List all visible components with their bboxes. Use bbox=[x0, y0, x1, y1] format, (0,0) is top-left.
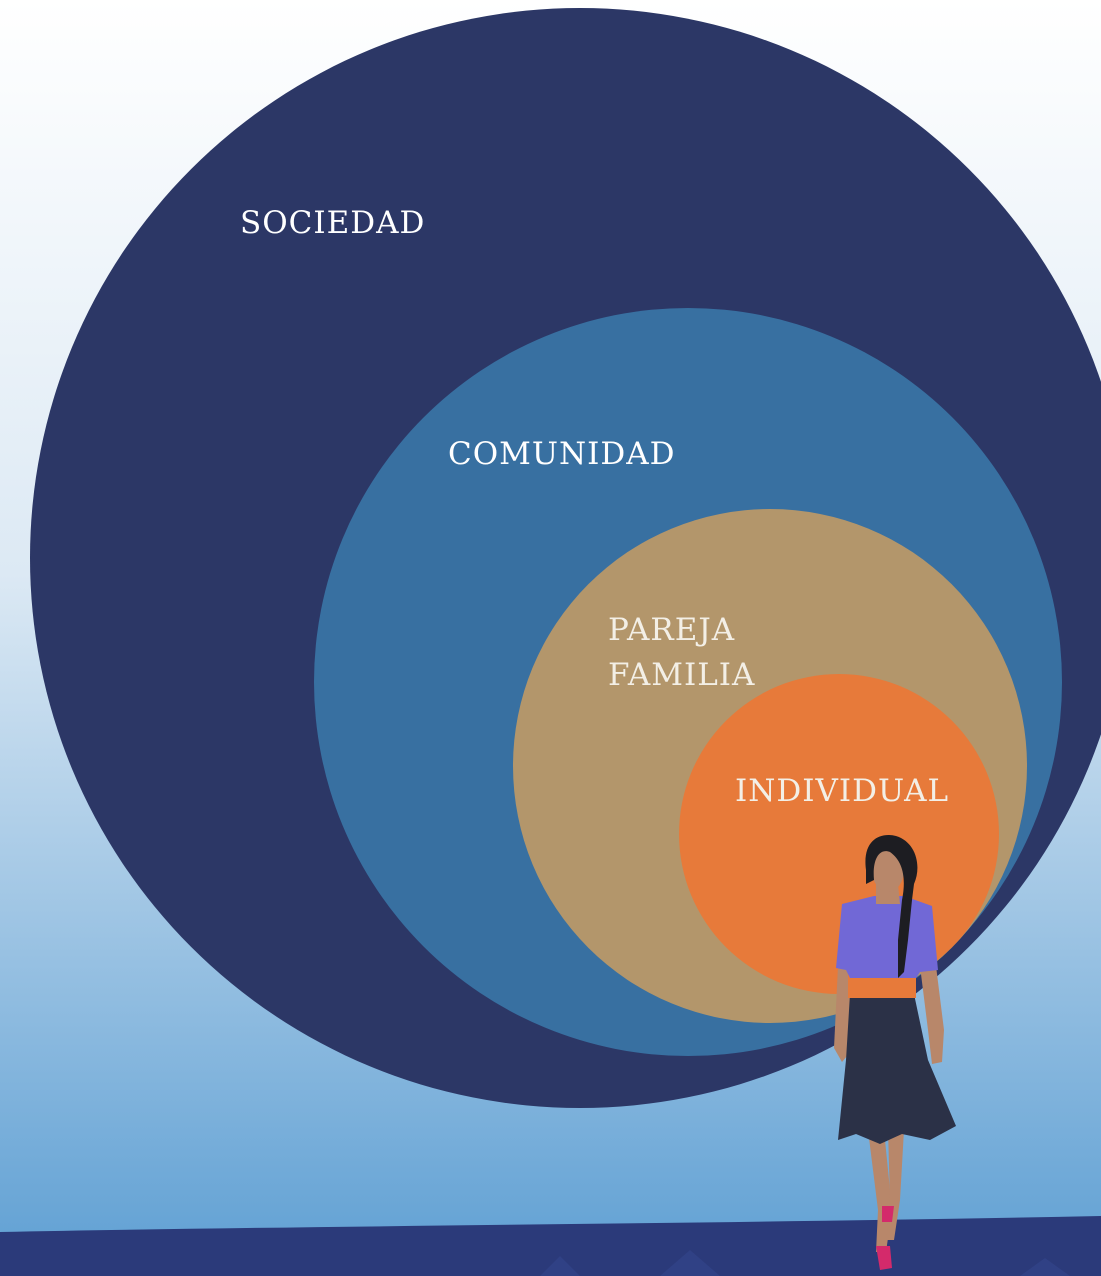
couple-label: PAREJA bbox=[608, 612, 735, 648]
individual-label: INDIVIDUAL bbox=[735, 773, 949, 809]
ground-motif bbox=[540, 1250, 1070, 1276]
figure-sash bbox=[848, 974, 916, 998]
figure-hair bbox=[865, 835, 918, 978]
family-label: FAMILIA bbox=[608, 657, 755, 693]
figure-right-shoe bbox=[882, 1206, 894, 1222]
community-label: COMUNIDAD bbox=[448, 436, 675, 472]
figure-right-arm bbox=[920, 966, 944, 1064]
figure-blouse bbox=[836, 896, 938, 978]
ground-band bbox=[0, 1216, 1101, 1276]
figure-skirt bbox=[838, 994, 956, 1144]
figure-face bbox=[872, 848, 904, 892]
woman-figure-icon bbox=[834, 835, 956, 1270]
society-label: SOCIEDAD bbox=[240, 205, 425, 241]
figure-left-shoe bbox=[876, 1246, 892, 1270]
